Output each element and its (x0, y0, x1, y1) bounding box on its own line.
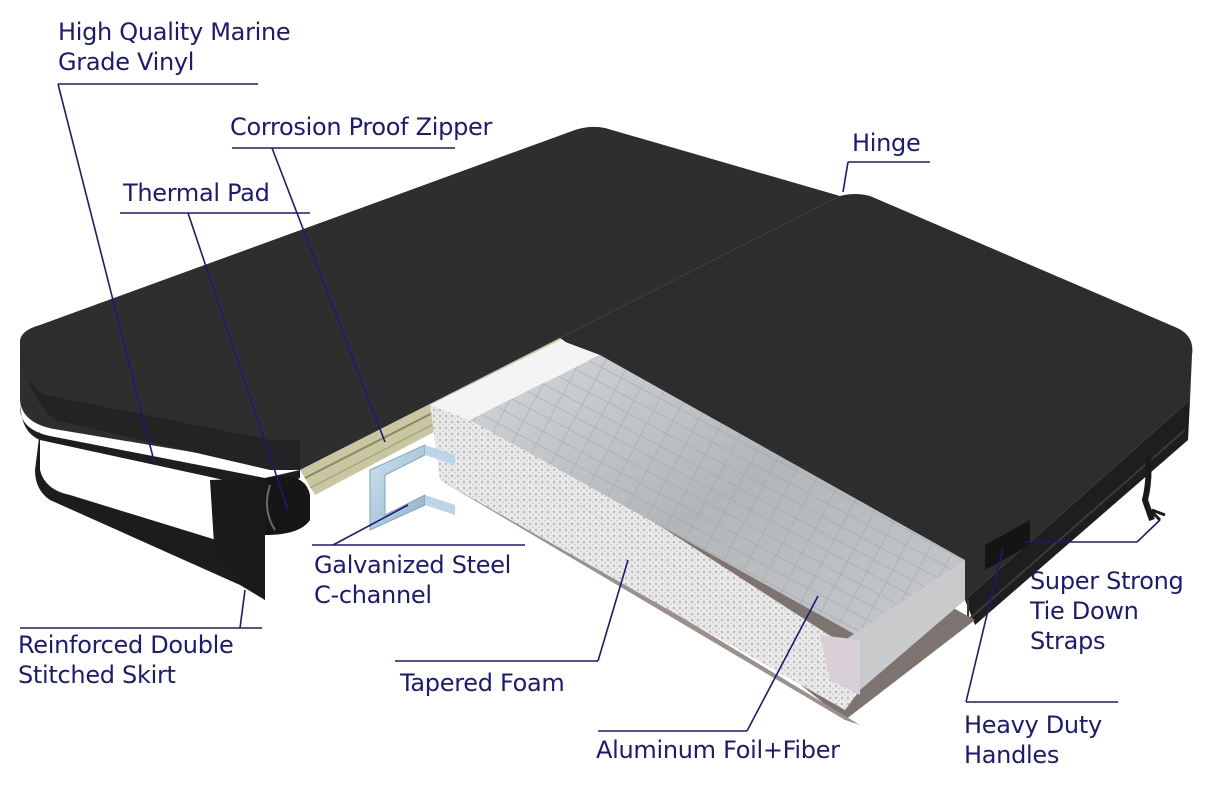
label-foam: Tapered Foam (400, 669, 565, 697)
right-vinyl-panel (560, 194, 1193, 625)
label-straps: Super Strong Tie Down Straps (1030, 566, 1184, 656)
label-skirt: Reinforced Double Stitched Skirt (18, 630, 234, 690)
label-skirt-line1: Reinforced Double (18, 631, 234, 659)
label-steel-line2: C-channel (314, 581, 432, 609)
label-straps-line2: Tie Down (1030, 597, 1139, 625)
label-skirt-line2: Stitched Skirt (18, 661, 176, 689)
label-straps-line3: Straps (1030, 627, 1106, 655)
label-vinyl-line2: Grade Vinyl (58, 48, 195, 76)
label-steel: Galvanized Steel C-channel (314, 550, 511, 610)
cross-section (430, 340, 975, 725)
label-handles: Heavy Duty Handles (964, 710, 1102, 770)
c-channel-shape (369, 444, 455, 531)
label-straps-line1: Super Strong (1030, 567, 1184, 595)
label-hinge: Hinge (852, 129, 921, 157)
label-thermal-pad: Thermal Pad (123, 179, 270, 207)
skirt-shape (35, 430, 265, 600)
label-handles-line1: Heavy Duty (964, 711, 1102, 739)
label-steel-line1: Galvanized Steel (314, 551, 512, 579)
label-vinyl: High Quality Marine Grade Vinyl (58, 17, 291, 77)
label-zipper: Corrosion Proof Zipper (230, 113, 493, 141)
strap-shape (1141, 454, 1155, 521)
label-vinyl-line1: High Quality Marine (58, 18, 291, 46)
label-handles-line2: Handles (964, 741, 1060, 769)
handle-shape (985, 520, 1030, 570)
leader-lines (20, 83, 1161, 732)
label-foil: Aluminum Foil+Fiber (596, 736, 840, 764)
